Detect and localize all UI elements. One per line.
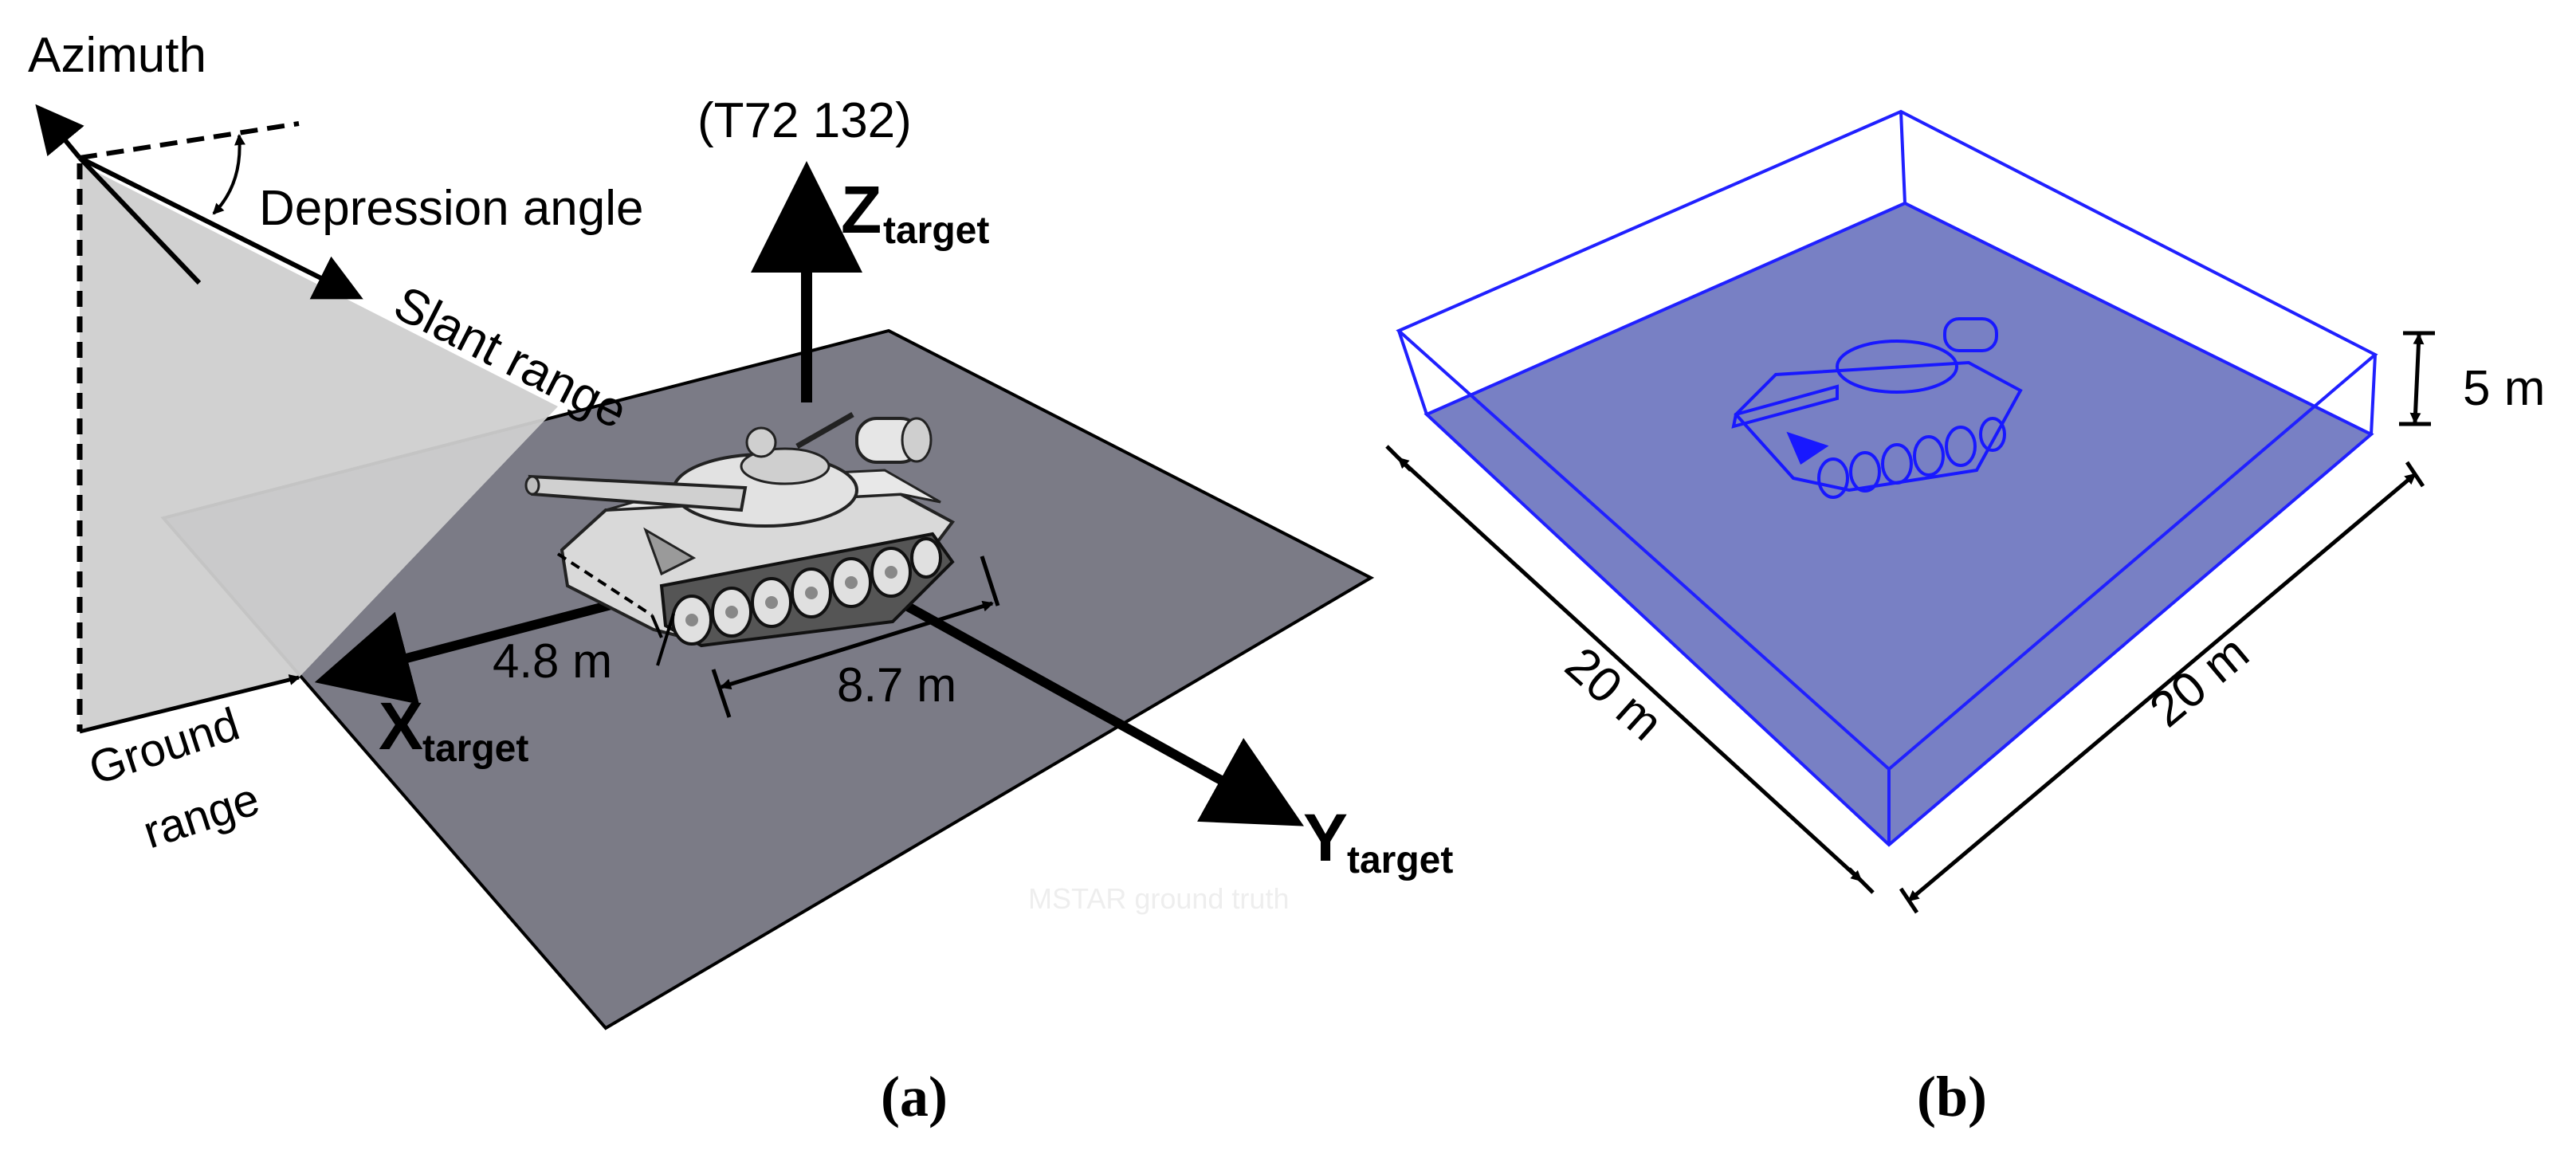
depression-angle-label: Depression angle: [259, 181, 644, 236]
caption-a: (a): [881, 1065, 948, 1129]
x-axis-subscript: target: [422, 728, 528, 770]
z-axis-subscript: target: [883, 210, 989, 252]
width-dimension-line: [1907, 473, 2417, 902]
caption-b: (b): [1917, 1065, 1987, 1129]
radar-wedge: [80, 163, 558, 732]
tank-length-tick-right: [980, 555, 1000, 606]
tank-length-dimension-line: [720, 600, 994, 690]
azimuth-arrow: [35, 104, 84, 159]
panel-a: Azimuth Depression angle (T72 132) Slant…: [28, 28, 1453, 1129]
radar-pointer-line: [77, 155, 202, 285]
y-axis-subscript: target: [1347, 839, 1453, 881]
z-axis-label: Z: [841, 172, 882, 247]
azimuth-label: Azimuth: [28, 28, 206, 83]
depression-angle-arc: [212, 134, 245, 215]
tank-width-leader: [656, 613, 675, 666]
tank-length-tick-left: [711, 669, 732, 718]
y-axis-label: Y: [1303, 800, 1348, 875]
x-axis-arrow: [314, 589, 655, 705]
box-floor: [1427, 203, 2371, 845]
x-axis-label: X: [379, 689, 423, 763]
tank-width-tick: [650, 614, 663, 638]
width-tick-left: [1899, 887, 1919, 914]
slant-range-arrow: [78, 155, 363, 300]
height-dimension-line: [2409, 333, 2425, 424]
height-label: 5 m: [2463, 361, 2545, 416]
width-label: 20 m: [2140, 625, 2260, 737]
depth-dimension-line: [1397, 457, 1863, 882]
tank-width-dimension-line: [556, 552, 654, 617]
tank-width-label: 4.8 m: [493, 634, 612, 688]
depth-tick-left: [1385, 445, 1412, 472]
panel-b: 20 m 20 m 5 m (b): [1385, 109, 2545, 1129]
ground-range-label-line2: range: [137, 773, 265, 859]
ground-range-arrow: [79, 674, 300, 734]
tank-length-label: 8.7 m: [837, 658, 956, 712]
depth-tick-right: [1848, 867, 1875, 894]
horizontal-reference-dashed-line: [79, 121, 300, 160]
watermark-text: MSTAR ground truth: [1028, 882, 1289, 915]
target-label: (T72 132): [697, 93, 912, 148]
width-tick-right: [2405, 461, 2425, 488]
